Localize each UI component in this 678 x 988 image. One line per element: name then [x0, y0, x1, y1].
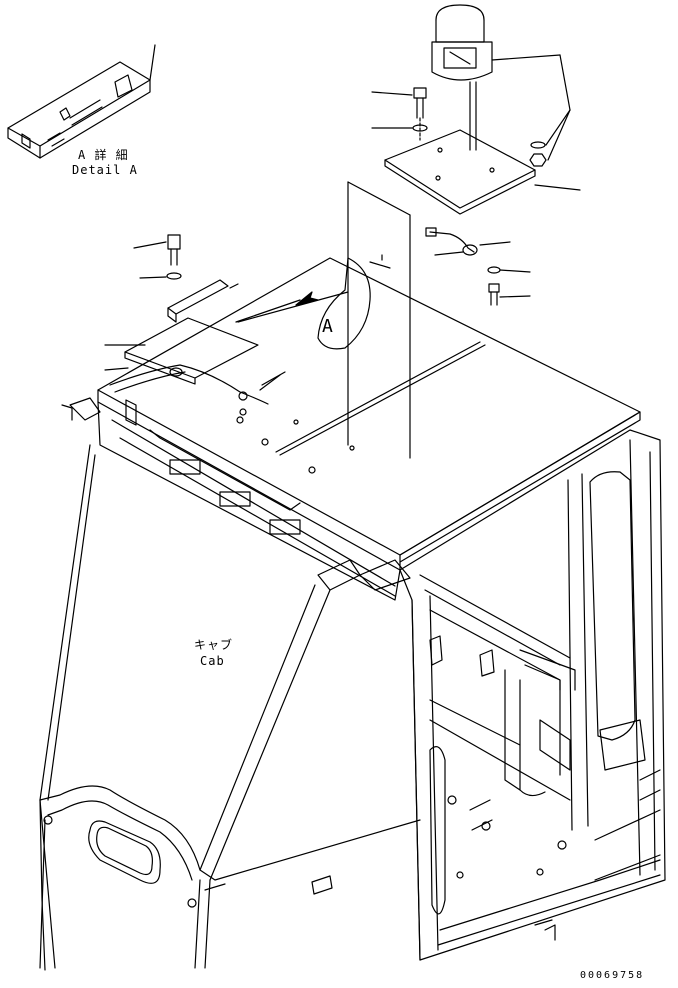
beacon-washer-nut-right [529, 109, 571, 167]
cab-right-side [399, 429, 666, 961]
leader-bottom [534, 919, 553, 926]
cab-front-door [39, 444, 421, 971]
cab-label-jp: キャブ [194, 638, 234, 652]
rotating-beacon-lamp [431, 4, 571, 151]
beacon-mounting-plate [384, 129, 581, 215]
detail-a-label-en: Detail A [72, 163, 138, 177]
cab-roof [97, 257, 641, 571]
leader-left-1 [104, 367, 129, 371]
explode-line-3 [347, 181, 411, 216]
detail-a-radio-unit [7, 44, 156, 159]
drawing-number: 00069758 [580, 970, 645, 981]
cab-label-en: Cab [200, 654, 225, 668]
callout-a-label: A [322, 316, 333, 337]
roof-wiring-harness [109, 364, 281, 424]
beacon-bolt [371, 87, 428, 141]
cab-front-frame [61, 397, 411, 601]
beacon-harness [425, 227, 531, 306]
detail-a-label-jp: A 詳 細 [78, 148, 129, 162]
roof-bracket-group [104, 234, 301, 385]
leader-left-2 [261, 371, 286, 386]
